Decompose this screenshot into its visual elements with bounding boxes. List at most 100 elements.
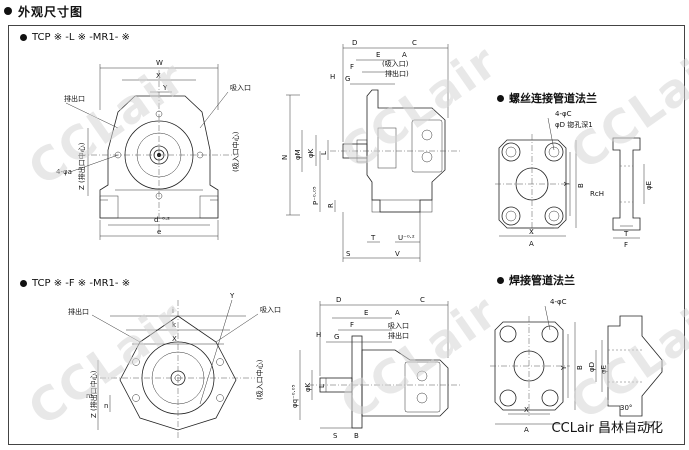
bullet-icon: [20, 280, 27, 287]
label-tf-y: Y: [563, 181, 571, 187]
hole-leader: [69, 154, 119, 173]
bottom-inlet-leader: [215, 313, 259, 343]
label-tf-rch: RcH: [590, 190, 604, 198]
label-e: e: [157, 228, 161, 236]
bottom-outlet-leader: [91, 314, 141, 343]
outlet-leader: [65, 102, 119, 129]
label-tf-x: X: [529, 228, 534, 236]
label-bs-l: L: [318, 384, 326, 388]
flange-dim-by: [569, 140, 577, 228]
dim-efgh-lines: [350, 59, 395, 85]
label-side-inlet: (吸入口): [382, 60, 409, 68]
welded-centerlines: [490, 316, 570, 416]
label-side-outlet: 排出口): [385, 69, 409, 78]
mount-hole: [132, 394, 140, 402]
bottom-flange-hole: [416, 370, 428, 382]
label-side-u: U⁻⁰·²: [398, 234, 415, 242]
top-front-view: W X Y d⁻⁰·² e 排出口 吸入口 4-φa Z (排出口中心) (吸入…: [56, 59, 251, 240]
label-side-h: H: [330, 73, 335, 81]
bottom-side-dim-top: [319, 301, 449, 376]
bottom-dim-lines: [110, 315, 246, 345]
threaded-flange-title: 螺丝连接管道法兰: [509, 92, 597, 105]
dim-bottom-lines: [343, 241, 420, 259]
label-bs-h: H: [316, 331, 321, 339]
bottom-flange-plate: [404, 361, 441, 413]
welded-dim-yb: [567, 322, 576, 410]
welded-flange-side: [607, 315, 663, 417]
label-y: Y: [162, 84, 168, 92]
label-wf-x: X: [524, 406, 529, 414]
bottom-front-view: 排出口 吸入口 Y i k X n m Z (排出口中心) (吸入口中心): [68, 292, 281, 440]
label-bs-d: D: [336, 296, 341, 304]
label-bf-n: n: [104, 402, 108, 410]
label-side-l: L: [320, 151, 328, 155]
label-bs-b: B: [354, 432, 359, 440]
threaded-flange-view: 4-φC φD 锪孔深1 X A Y B φE RcH T F: [495, 110, 653, 249]
label-bs-a: A: [395, 309, 400, 317]
drawing-frame: [8, 25, 685, 445]
bottom-model-code: TCP ※ -F ※ -MR1- ※: [32, 278, 131, 289]
label-side-f: F: [350, 63, 354, 71]
right-foot: [199, 195, 219, 219]
label-tf-f: F: [624, 241, 628, 249]
label-hole: 4-φa: [56, 168, 72, 176]
dim-w-line: [99, 64, 219, 110]
dim-top-lines: [342, 44, 449, 142]
flange-mount-outline: [119, 315, 237, 431]
label-side-p: P⁻⁰·⁰⁵: [312, 186, 320, 205]
flange-bolt-hole: [544, 142, 564, 162]
label-side-r: R: [327, 203, 335, 208]
flange-bolt-inner: [548, 146, 560, 158]
section-label-top-model: TCP ※ -L ※ -MR1- ※: [20, 32, 130, 43]
label-bs-s: S: [333, 432, 338, 440]
label-wf-y: Y: [560, 365, 568, 371]
flange-bolt-hole: [544, 206, 564, 226]
label-side-c: C: [412, 39, 417, 47]
flange-bolt-hole: [501, 206, 521, 226]
mount-hole: [216, 394, 224, 402]
label-tf-holes: 4-φC: [555, 110, 572, 118]
welded-holes-leader: [544, 305, 551, 331]
dim-mkl-lines: [301, 130, 329, 172]
label-side-m: φM: [294, 149, 302, 160]
label-bf-i: i: [172, 307, 174, 315]
header-bullet-icon: [4, 7, 12, 15]
top-side-view: D C E A F G H (吸入口) 排出口) N φM φK L P⁻⁰·⁰…: [281, 39, 460, 262]
bottom-dim-v: [97, 360, 111, 430]
label-d: d⁻⁰·²: [154, 216, 170, 224]
flange-dim-ax: [499, 227, 566, 237]
flange-bolt-inner: [548, 210, 560, 222]
label-side-d: D: [352, 39, 357, 47]
holes-leader: [547, 117, 555, 151]
welded-flange-outline: [494, 321, 564, 411]
label-bf-m: m: [86, 392, 93, 400]
label-bs-f: F: [350, 321, 354, 329]
section-label-threaded-flange: 螺丝连接管道法兰: [497, 90, 597, 106]
welded-flange-title: 焊接管道法兰: [509, 274, 575, 287]
left-foot: [99, 195, 119, 219]
dim-bottom-extensions: [342, 212, 421, 262]
label-tf-t: T: [623, 230, 629, 238]
label-tf-a: A: [529, 240, 534, 248]
y-leader: [199, 299, 233, 405]
flange-hole: [421, 129, 433, 141]
flange-hole: [421, 151, 433, 163]
bullet-icon: [497, 276, 504, 284]
welded-side-dims: [595, 340, 662, 423]
label-side-g: G: [345, 75, 350, 83]
welded-bolt-hole: [541, 325, 559, 343]
bottom-side-dim-v: [299, 350, 327, 420]
label-side-s: S: [346, 250, 351, 258]
threaded-flange-outline: [498, 139, 567, 229]
label-side-t: T: [370, 234, 376, 242]
label-tf-e: φE: [645, 181, 653, 190]
mount-hole: [216, 358, 224, 366]
label-side-n: N: [281, 155, 289, 160]
label-wf-a: A: [524, 426, 529, 434]
label-side-e: E: [376, 51, 380, 59]
mount-flange-side: [351, 335, 363, 429]
section-label-welded-flange: 焊接管道法兰: [497, 272, 575, 288]
brand-label: CCLair 昌林自动化: [551, 421, 663, 436]
label-tf-counterbore: φD 锪孔深1: [555, 120, 593, 129]
